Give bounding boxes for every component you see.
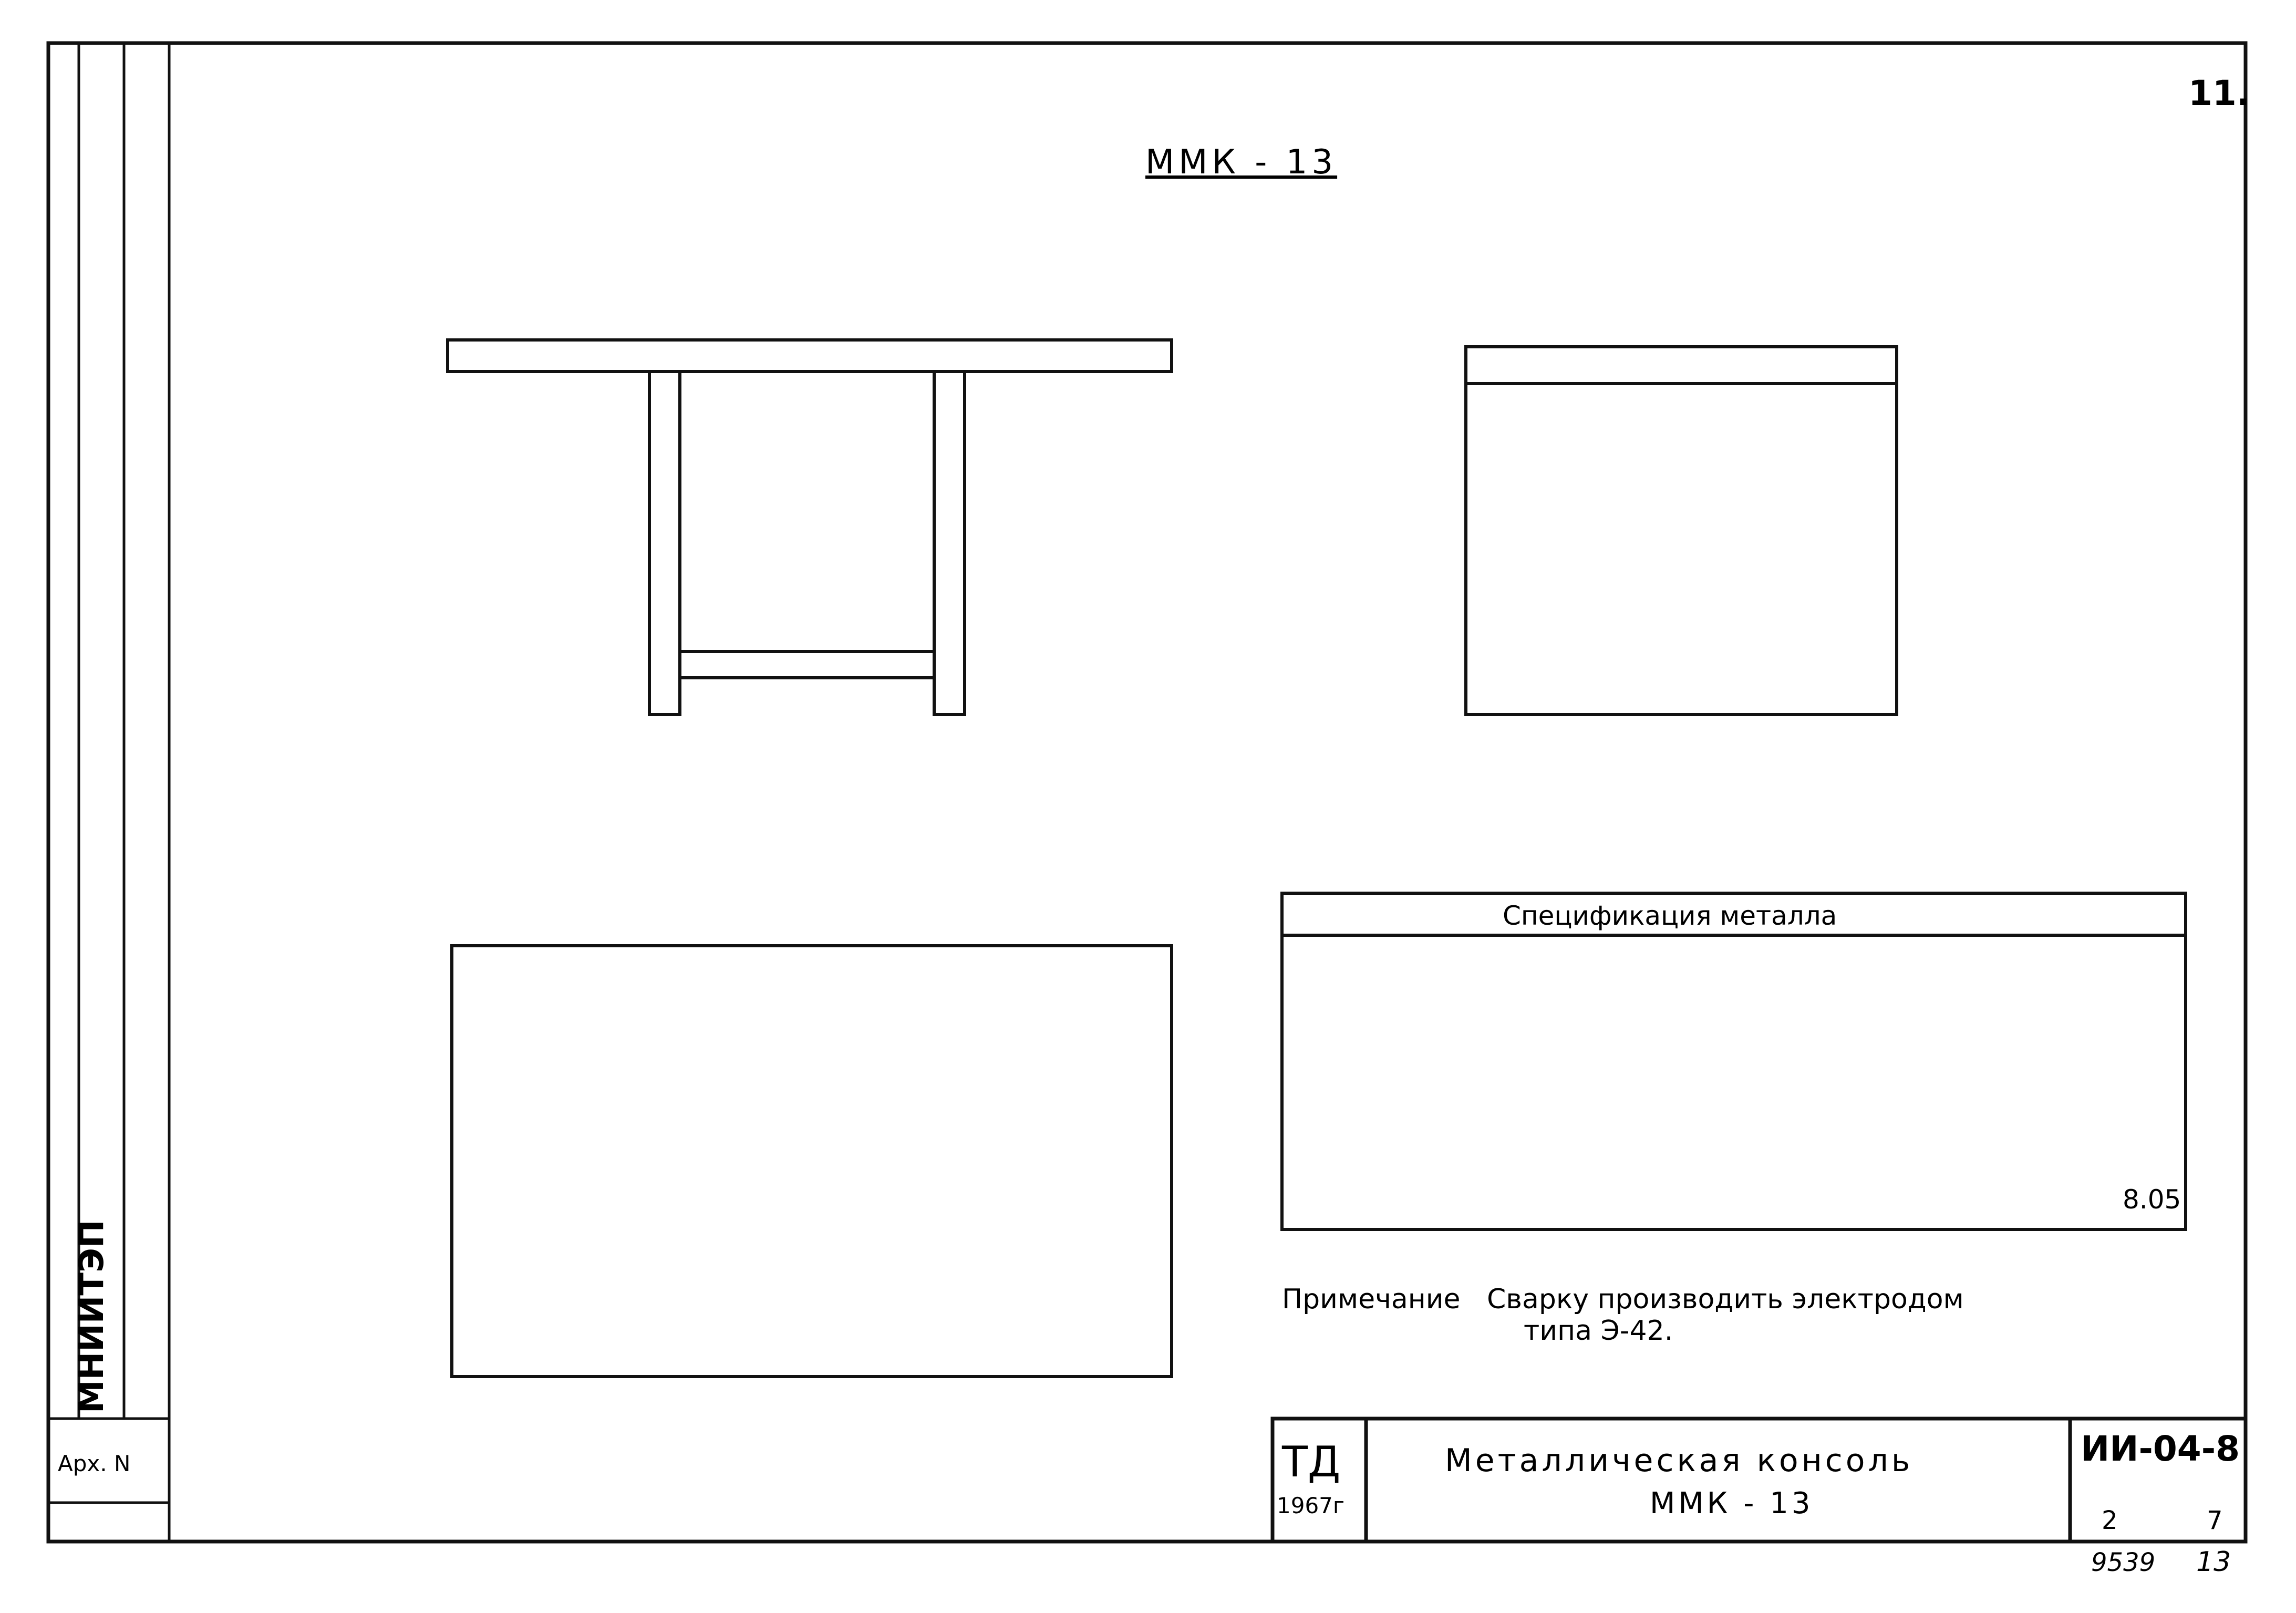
plan-view xyxy=(450,944,1173,1378)
stamp-org: МНИИТЭП xyxy=(73,1219,111,1413)
side-stamp xyxy=(48,43,171,1542)
title-block-td: ТД xyxy=(1281,1438,1340,1486)
stamp-archive: Арх. N xyxy=(58,1451,130,1476)
drawing-title: ММК - 13 xyxy=(1145,143,1337,182)
spec-table xyxy=(1280,892,2187,1231)
spec-title: Спецификация металла xyxy=(1503,901,1837,931)
title-block-sheet: 7 xyxy=(2207,1506,2223,1535)
side-view xyxy=(1464,345,1898,716)
title-block-issue: 2 xyxy=(2102,1506,2118,1535)
page-number: 9539 xyxy=(2091,1548,2155,1577)
title-block-code: ИИ-04-8 xyxy=(2081,1429,2240,1469)
spec-total-weight: 8.05 xyxy=(2123,1184,2181,1215)
note-text-1: Сварку производить электродом xyxy=(1487,1284,1964,1315)
title-block xyxy=(1270,1416,2248,1544)
title-block-name-1: Металлическая консоль xyxy=(1445,1442,1913,1479)
sheet-number-badge: 11. xyxy=(2188,73,2250,113)
page-number-circled: 13 xyxy=(2196,1546,2231,1578)
note-text-2: типа Э-42. xyxy=(1524,1315,1673,1347)
sheet-frame xyxy=(46,41,2248,1544)
note-label: Примечание xyxy=(1282,1284,1461,1315)
title-block-year: 1967г xyxy=(1277,1493,1344,1518)
front-view xyxy=(446,338,1173,716)
title-block-name-2: ММК - 13 xyxy=(1650,1486,1813,1521)
